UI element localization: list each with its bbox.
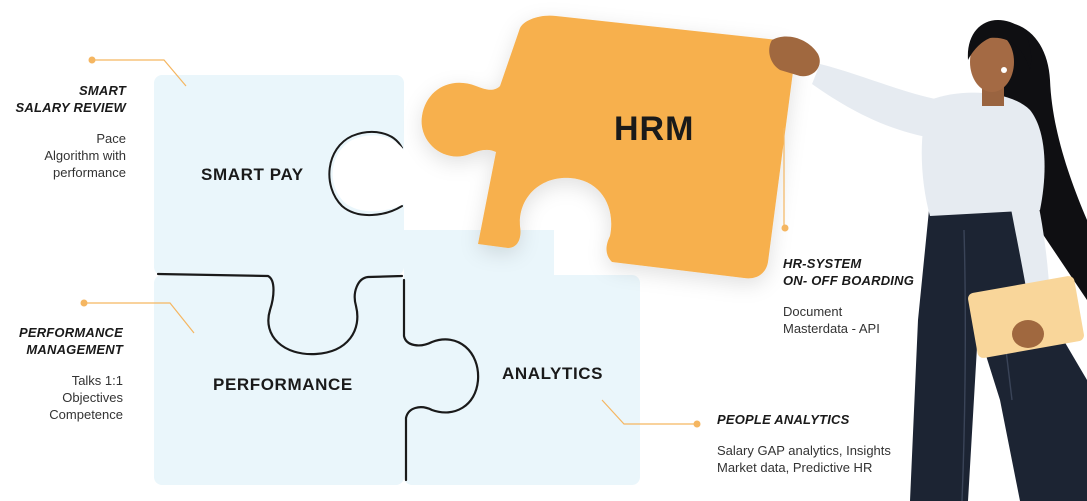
sweater-arm [812,64,944,140]
people-analytics-heading: PEOPLE ANALYTICS [717,412,850,427]
puzzle-seams [156,131,480,482]
salary-review-heading-1: SMART [79,83,126,98]
people-analytics-body-2: Market data, Predictive HR [717,460,873,475]
smart-pay-label: SMART PAY [201,165,304,184]
hr-system-dot [781,224,789,232]
performance-body-2: Objectives [62,390,123,405]
performance-heading-2: MANAGEMENT [26,342,123,357]
analytics-piece [404,275,640,485]
blue-puzzle-base [154,75,640,485]
vertical-seam [402,278,480,482]
performance-label: PERFORMANCE [213,375,353,394]
performance-heading-1: PERFORMANCE [18,325,123,340]
salary-review-body-2: Algorithm with [44,148,126,163]
performance-body-3: Competence [49,407,123,422]
earring [1001,67,1007,73]
performance-management-callout: PERFORMANCE MANAGEMENT Talks 1:1 Objecti… [0,324,123,423]
analytics-label: ANALYTICS [502,364,604,383]
people-analytics-connector [601,399,696,425]
hrm-piece [421,15,795,279]
salary-review-body-1: Pace [96,131,126,146]
salary-review-heading-2: SALARY REVIEW [15,100,126,115]
woman-illustration [769,19,1087,501]
smart-pay-notch [332,135,404,212]
face [970,32,1014,92]
horizontal-seam [156,272,404,356]
hr-system-heading-1: HR-SYSTEM [783,256,862,271]
people-analytics-callout: PEOPLE ANALYTICS Salary GAP analytics, I… [717,411,927,476]
salary-review-body-3: performance [53,165,126,180]
folder [968,276,1084,358]
hr-system-heading-2: ON- OFF BOARDING [783,273,915,288]
salary-review-callout: SMART SALARY REVIEW Pace Algorithm with … [0,82,126,181]
performance-body-1: Talks 1:1 [71,373,123,388]
smart-pay-piece [154,75,404,275]
people-analytics-dot [693,420,701,428]
smart-pay-socket [328,131,403,217]
hand-holding-piece [769,36,820,77]
salary-review-dot [88,56,96,64]
salary-review-connector [92,59,187,87]
hrm-label: HRM [614,110,695,148]
hr-system-body-1: Document [783,304,843,319]
callout-connectors [84,59,785,425]
people-analytics-body-1: Salary GAP analytics, Insights [717,443,891,458]
hand-folder [1012,320,1044,348]
performance-dot [80,299,88,307]
performance-connector [84,302,195,334]
hr-system-callout: HR-SYSTEM ON- OFF BOARDING Document Mast… [783,255,933,337]
callout-dots [80,56,789,428]
hr-system-body-2: Masterdata - API [783,321,880,336]
